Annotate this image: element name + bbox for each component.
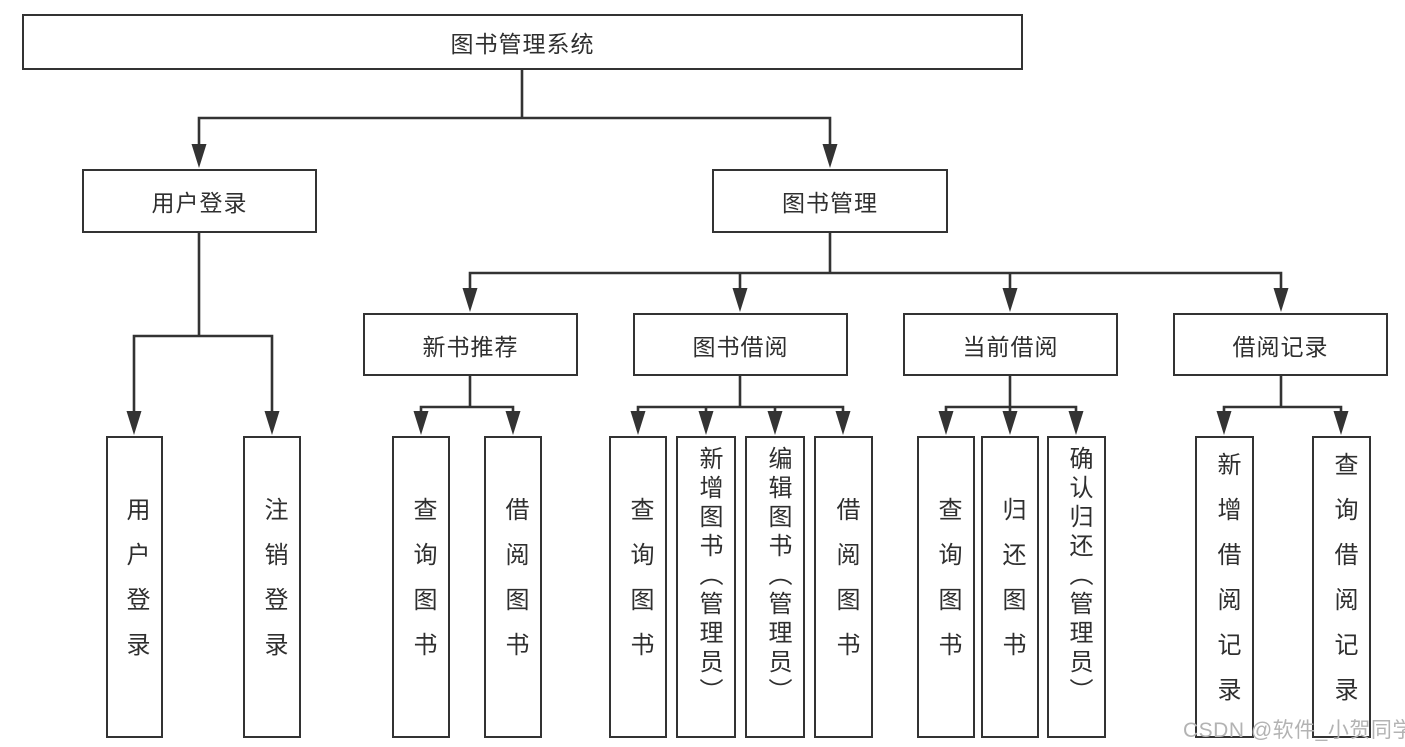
leaf-query-book-borrowing: 查询图书 [609, 436, 667, 738]
node-book-management: 图书管理 [712, 169, 948, 233]
leaf-query-borrow-record: 查询借阅记录 [1312, 436, 1371, 738]
leaf-borrow-book-borrowing: 借阅图书 [814, 436, 873, 738]
leaf-user-login: 用户登录 [106, 436, 163, 738]
node-current-borrowing: 当前借阅 [903, 313, 1118, 376]
node-user-login: 用户登录 [82, 169, 317, 233]
leaf-confirm-return-admin: 确认归还（管理员） [1047, 436, 1106, 738]
leaf-return-book: 归还图书 [981, 436, 1039, 738]
watermark: CSDN @软件_小贺同学 [1183, 719, 1405, 742]
leaf-borrow-book-recommend: 借阅图书 [484, 436, 542, 738]
node-root: 图书管理系统 [22, 14, 1023, 70]
node-book-borrowing: 图书借阅 [633, 313, 848, 376]
leaf-edit-book-admin: 编辑图书（管理员） [745, 436, 805, 738]
leaf-add-book-admin: 新增图书（管理员） [676, 436, 736, 738]
leaf-logout: 注销登录 [243, 436, 301, 738]
leaf-add-borrow-record: 新增借阅记录 [1195, 436, 1254, 738]
node-borrowing-records: 借阅记录 [1173, 313, 1388, 376]
leaf-query-book-current: 查询图书 [917, 436, 975, 738]
leaf-query-book-recommend: 查询图书 [392, 436, 450, 738]
node-new-book-recommend: 新书推荐 [363, 313, 578, 376]
